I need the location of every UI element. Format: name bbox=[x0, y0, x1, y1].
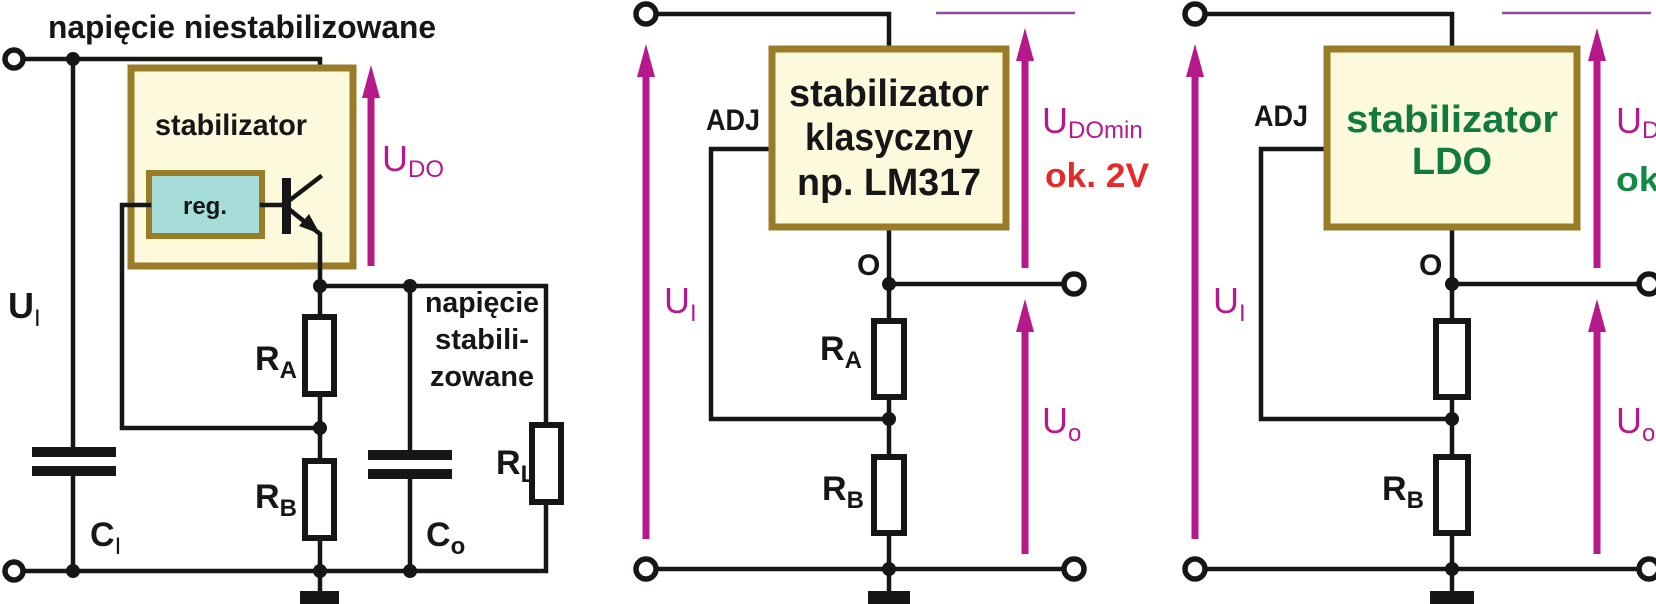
output-pin-label: O bbox=[1419, 249, 1442, 282]
adj-label: ADJ bbox=[706, 104, 760, 137]
ui-arrow bbox=[637, 44, 655, 539]
unstabilized-voltage-title: napięcie niestabilizowane bbox=[48, 9, 436, 45]
uo-label: Uo bbox=[1616, 400, 1655, 447]
rb-label: RB bbox=[255, 478, 297, 522]
ra-label: RA bbox=[820, 330, 862, 374]
classic-box-line-2: klasyczny bbox=[805, 117, 973, 159]
input-terminal-bottom bbox=[2, 559, 26, 583]
dropout-value-1v: ok. 1V bbox=[1616, 161, 1656, 199]
ldo-stabilizer-block bbox=[1323, 45, 1581, 231]
panel-ldo-stabilizer: stabilizator LDO ADJ O UI UDOmin ok. 1V … bbox=[1182, 1, 1656, 604]
stabilizer-label: stabilizator bbox=[155, 109, 307, 142]
output-wire bbox=[21, 283, 549, 574]
rb-label: RB bbox=[822, 470, 864, 514]
udo-label: UDO bbox=[382, 138, 444, 183]
resistor-ra bbox=[871, 318, 907, 400]
udomin-arrow bbox=[1016, 28, 1034, 268]
resistor-rb bbox=[302, 458, 337, 541]
input-terminal-top bbox=[633, 1, 659, 27]
resistor-rl bbox=[529, 422, 564, 505]
output-terminal-bottom bbox=[1061, 556, 1087, 582]
co-label: Co bbox=[426, 516, 465, 560]
classic-box-line-3: np. LM317 bbox=[797, 162, 981, 204]
transistor-icon bbox=[259, 173, 324, 289]
uo-label: Uo bbox=[1042, 400, 1081, 447]
panel-classic-stabilizer: stabilizator klasyczny np. LM317 ADJ O U… bbox=[633, 1, 1149, 604]
input-terminal-bottom bbox=[1182, 556, 1208, 582]
regulator-block bbox=[146, 170, 265, 239]
udo-arrow bbox=[362, 65, 380, 266]
capacitor-ci bbox=[32, 447, 116, 476]
regulator-label: reg. bbox=[183, 193, 227, 220]
udomin-arrow bbox=[1588, 28, 1606, 268]
classic-box-line-1: stabilizator bbox=[789, 73, 989, 115]
output-terminal-top bbox=[1636, 271, 1656, 297]
input-terminal-top bbox=[2, 47, 26, 71]
ui-arrow bbox=[1186, 44, 1204, 539]
uo-arrow bbox=[1588, 299, 1606, 554]
ra-label: RA bbox=[255, 340, 297, 384]
rb-label: RB bbox=[1382, 470, 1424, 514]
dropout-value-2v: ok. 2V bbox=[1045, 157, 1149, 195]
resistor-rb bbox=[871, 454, 907, 536]
feedback-wire bbox=[119, 202, 323, 431]
ldo-box-line-1: stabilizator bbox=[1346, 99, 1558, 141]
panel-basic-stabilizer: napięcie niestabilizowane stabilizator r… bbox=[2, 9, 564, 604]
output-pin-label: O bbox=[857, 249, 880, 282]
output-terminal-bottom bbox=[1636, 556, 1656, 582]
resistor-ra bbox=[1433, 318, 1471, 400]
rl-label: RL bbox=[496, 444, 535, 488]
resistor-ra bbox=[302, 314, 337, 397]
uo-arrow bbox=[1016, 299, 1034, 554]
ci-label: CI bbox=[90, 516, 121, 560]
adj-label: ADJ bbox=[1254, 100, 1308, 133]
udomin-label: UDOmin bbox=[1042, 100, 1143, 144]
classic-stabilizer-block bbox=[768, 45, 1010, 231]
ui-label: UI bbox=[664, 280, 697, 327]
stabilized-voltage-label: napięcie stabili- zowane bbox=[425, 287, 539, 393]
resistor-rb bbox=[1433, 454, 1471, 536]
svg-text:zowane: zowane bbox=[430, 361, 534, 393]
ground-icon bbox=[868, 591, 910, 604]
ground-icon bbox=[1430, 591, 1474, 604]
ldo-box-line-2: LDO bbox=[1412, 141, 1492, 183]
output-terminal-top bbox=[1061, 271, 1087, 297]
ui-label: UI bbox=[8, 285, 41, 332]
capacitor-co bbox=[368, 450, 452, 479]
ground-icon bbox=[300, 591, 339, 604]
svg-text:napięcie: napięcie bbox=[425, 287, 539, 319]
udomin-label: UDOmin bbox=[1616, 100, 1656, 144]
input-terminal-top bbox=[1182, 1, 1208, 27]
input-terminal-bottom bbox=[633, 556, 659, 582]
svg-text:stabili-: stabili- bbox=[435, 324, 529, 356]
ui-label: UI bbox=[1213, 280, 1246, 327]
